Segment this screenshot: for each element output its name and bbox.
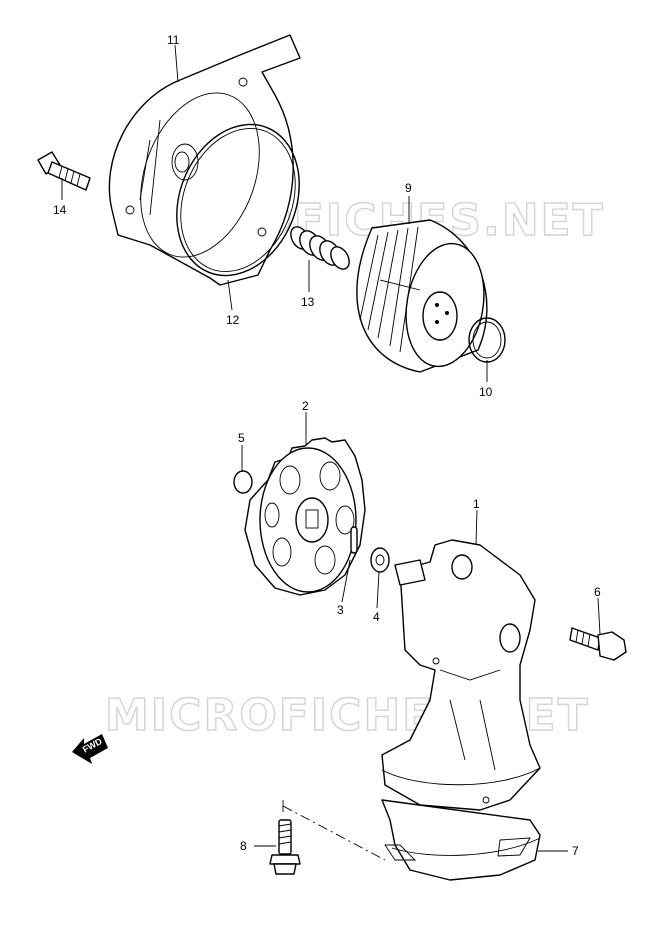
part-number-7: 7 bbox=[572, 844, 579, 858]
bolt-cover bbox=[37, 151, 91, 191]
bolt-pump bbox=[569, 627, 627, 661]
part-number-1: 1 bbox=[473, 497, 480, 511]
spring bbox=[290, 226, 350, 270]
dowel-pin bbox=[350, 526, 358, 554]
part-number-12: 12 bbox=[226, 313, 240, 327]
part-number-2: 2 bbox=[302, 399, 309, 413]
circlip bbox=[233, 470, 253, 494]
part-number-13: 13 bbox=[301, 295, 315, 309]
part-number-11: 11 bbox=[167, 33, 180, 47]
part-number-3: 3 bbox=[337, 603, 344, 617]
part-number-8: 8 bbox=[240, 839, 247, 853]
forward-arrow-icon: FWD bbox=[72, 734, 108, 764]
part-number-10: 10 bbox=[479, 385, 493, 399]
bolt-strainer bbox=[269, 819, 301, 875]
leader-lines bbox=[61, 44, 601, 861]
part-number-6: 6 bbox=[594, 585, 601, 599]
washer bbox=[370, 547, 390, 573]
part-number-5: 5 bbox=[238, 431, 245, 445]
part-number-4: 4 bbox=[373, 610, 380, 624]
oil-pump-assembly bbox=[381, 539, 541, 881]
oil-filter bbox=[356, 219, 488, 373]
o-ring-large bbox=[176, 123, 300, 277]
part-number-14: 14 bbox=[53, 203, 67, 217]
part-number-9: 9 bbox=[405, 181, 412, 195]
oil-pump-gear bbox=[244, 437, 366, 596]
